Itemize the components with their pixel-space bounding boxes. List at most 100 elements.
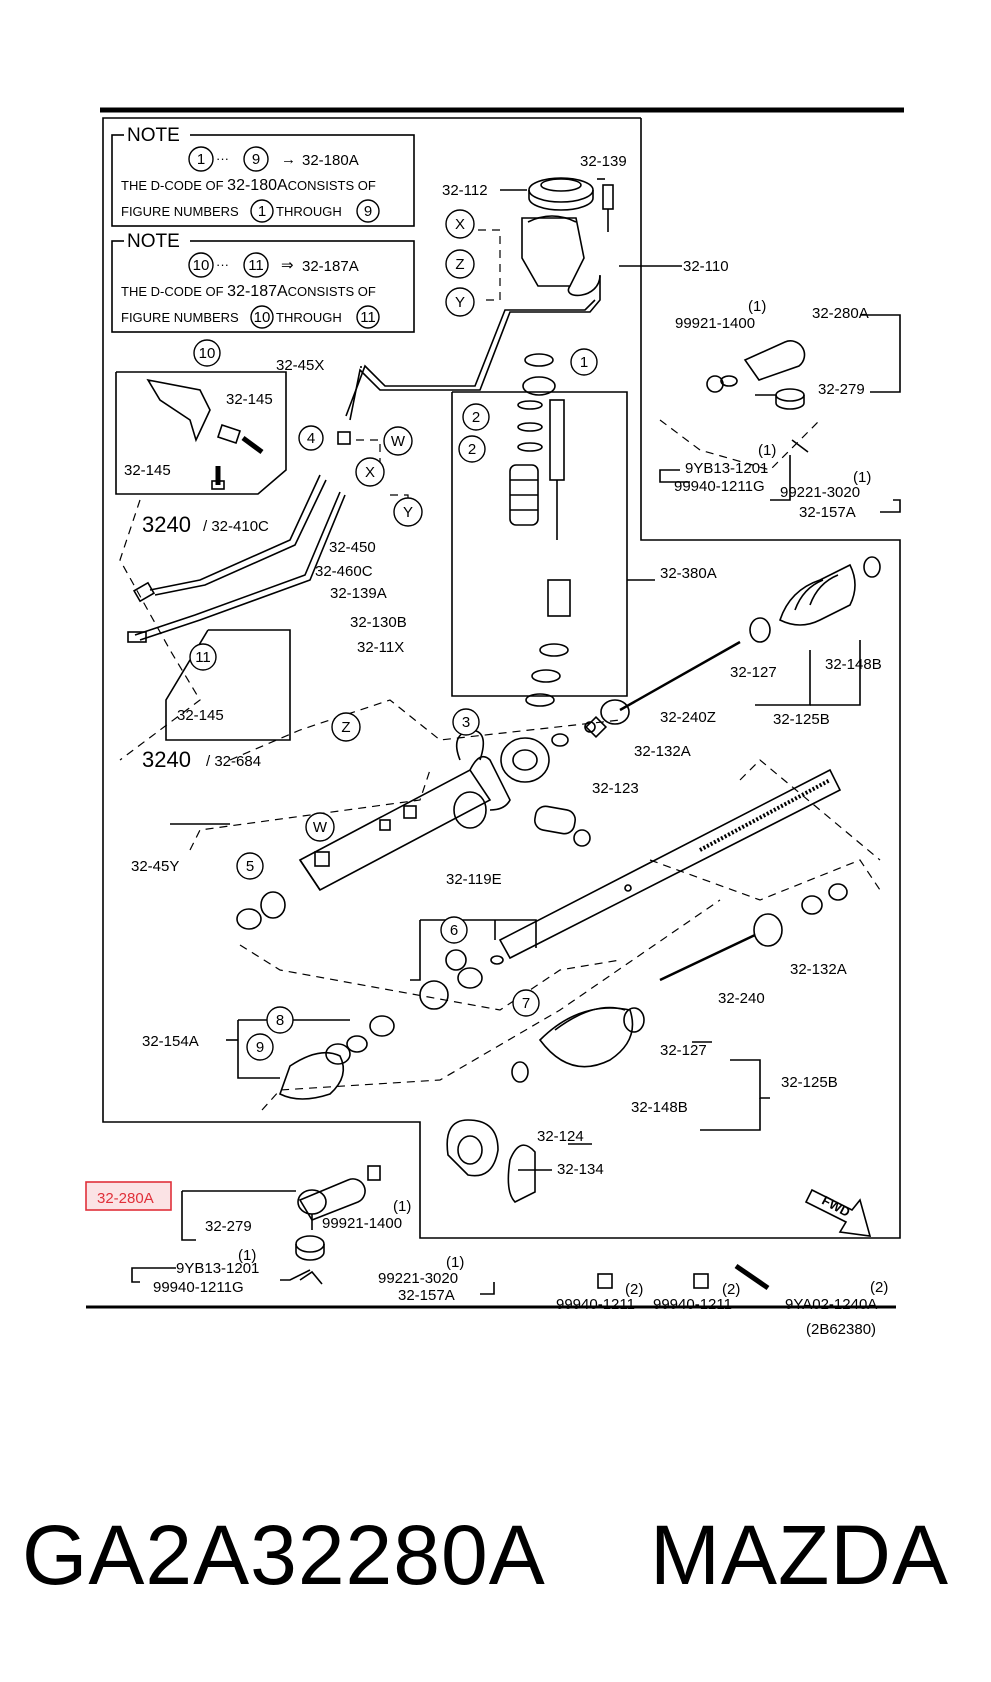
note-arrow: → [281, 151, 296, 168]
note-code: 32-187A [302, 258, 359, 275]
svg-text:7: 7 [522, 995, 530, 1012]
label-q: (2) [722, 1281, 740, 1298]
label-q: (1) [758, 442, 776, 459]
label-99940-1211: 99940-1211 [556, 1296, 635, 1313]
label-32-450: 32-450 [329, 539, 376, 556]
label-32-132a: 32-132A [790, 961, 847, 978]
brand-name: MAZDA [650, 1508, 949, 1602]
svg-text:Z: Z [341, 719, 350, 736]
parts-drawing [127, 177, 901, 1295]
note-to-number: 9 [252, 151, 260, 168]
label-32-460c: 32-460C [315, 563, 373, 580]
callout-3: 3 [452, 708, 480, 736]
label-99940-1211g: 99940-1211G [153, 1279, 244, 1296]
label-32-45y: 32-45Y [131, 858, 179, 875]
note-line2-a: FIGURE NUMBERS [121, 204, 239, 219]
label-q: (2) [625, 1281, 643, 1298]
highlight-box [85, 1181, 172, 1211]
svg-text:4: 4 [307, 430, 315, 447]
label-32-130b: 32-130B [350, 614, 407, 631]
note-dots: ··· [216, 151, 229, 166]
note-line2-b: THROUGH [276, 204, 342, 219]
label-32-148b: 32-148B [631, 1099, 688, 1116]
note-line2-a: FIGURE NUMBERS [121, 310, 239, 325]
callout-1: 1 [570, 348, 598, 376]
fwd-label: FWD [820, 1193, 853, 1220]
callout-z: Z [445, 249, 475, 279]
label-q: (2) [870, 1279, 888, 1296]
exploded-parts-diagram: NOTE 1 ··· 9 → 32-180A THE D-CODE OF 32-… [85, 107, 904, 1338]
label-32-157a: 32-157A [398, 1287, 455, 1304]
callout-11: 11 [189, 643, 217, 671]
svg-text:2: 2 [468, 441, 476, 458]
callout-6: 6 [440, 916, 468, 944]
label-32-380a: 32-380A [660, 565, 717, 582]
callout-x: X [445, 209, 475, 239]
label-32-127: 32-127 [660, 1042, 707, 1059]
label-32-123: 32-123 [592, 780, 639, 797]
svg-text:10: 10 [254, 309, 271, 326]
label-32-279: 32-279 [818, 381, 865, 398]
diagram-reference-code: (2B62380) [806, 1321, 876, 1338]
label-q: (1) [446, 1254, 464, 1271]
label-32-154a: 32-154A [142, 1033, 199, 1050]
label-32-280a-upper: 32-280A [812, 305, 869, 322]
label-99940-1211g: 99940-1211G [674, 478, 765, 495]
label-32-157a: 32-157A [799, 504, 856, 521]
label-32-139a: 32-139A [330, 585, 387, 602]
label-99940-1211: 99940-1211 [653, 1296, 732, 1313]
label-32-112: 32-112 [442, 182, 488, 199]
callout-8: 8 [266, 1006, 294, 1034]
callout-10: 10 [193, 339, 221, 367]
label-32-684: / 32-684 [206, 753, 261, 770]
svg-text:8: 8 [276, 1012, 284, 1029]
svg-text:Z: Z [455, 256, 464, 273]
label-32-125b: 32-125B [773, 711, 830, 728]
label-9yb13-1201: 9YB13-1201 [685, 460, 768, 477]
label-32-240: 32-240 [718, 990, 765, 1007]
svg-text:6: 6 [450, 922, 458, 939]
svg-text:9: 9 [364, 203, 372, 220]
note-code: 32-180A [302, 152, 359, 169]
label-3240: 3240 [142, 747, 191, 772]
label-99221-3020: 99221-3020 [780, 484, 860, 501]
note-box-2: NOTE 10 ··· 11 ⇒ 32-187A THE D-CODE OF 3… [121, 231, 380, 329]
note-line1: THE D-CODE OF 32-180ACONSISTS OF [121, 177, 376, 194]
svg-text:3: 3 [462, 714, 470, 731]
label-32-45x: 32-45X [276, 357, 324, 374]
svg-text:Y: Y [455, 294, 465, 311]
label-32-134: 32-134 [557, 1161, 604, 1178]
svg-text:9: 9 [256, 1039, 264, 1056]
label-32-119e: 32-119E [446, 871, 502, 888]
label-32-410c: / 32-410C [203, 518, 269, 535]
label-99921-1400: 99921-1400 [322, 1215, 402, 1232]
svg-text:1: 1 [258, 203, 266, 220]
label-32-145: 32-145 [124, 462, 171, 479]
svg-text:1: 1 [580, 354, 588, 371]
callout-9: 9 [246, 1033, 274, 1061]
label-32-145: 32-145 [226, 391, 273, 408]
label-q: (1) [853, 469, 871, 486]
label-q: (1) [393, 1198, 411, 1215]
svg-text:X: X [365, 464, 375, 481]
label-q: (1) [238, 1247, 256, 1264]
note-from-number: 1 [197, 151, 205, 168]
note-header: NOTE [127, 231, 180, 252]
label-32-145: 32-145 [177, 707, 224, 724]
callout-4: 4 [298, 425, 324, 451]
callout-x: X [355, 457, 385, 487]
label-99221-3020: 99221-3020 [378, 1270, 458, 1287]
svg-text:11: 11 [360, 309, 376, 326]
label-32-280a-highlighted: 32-280A [97, 1190, 154, 1207]
note-dots: ··· [216, 257, 229, 272]
label-32-11x: 32-11X [357, 639, 404, 656]
callout-2: 2 [458, 435, 486, 463]
label-32-139: 32-139 [580, 153, 627, 170]
label-3240: 3240 [142, 512, 191, 537]
note-to-number: 11 [248, 257, 264, 274]
label-32-279: 32-279 [205, 1218, 252, 1235]
note-line1: THE D-CODE OF 32-187ACONSISTS OF [121, 283, 376, 300]
label-32-125b: 32-125B [781, 1074, 838, 1091]
svg-text:11: 11 [195, 649, 211, 666]
note-header: NOTE [127, 125, 180, 146]
